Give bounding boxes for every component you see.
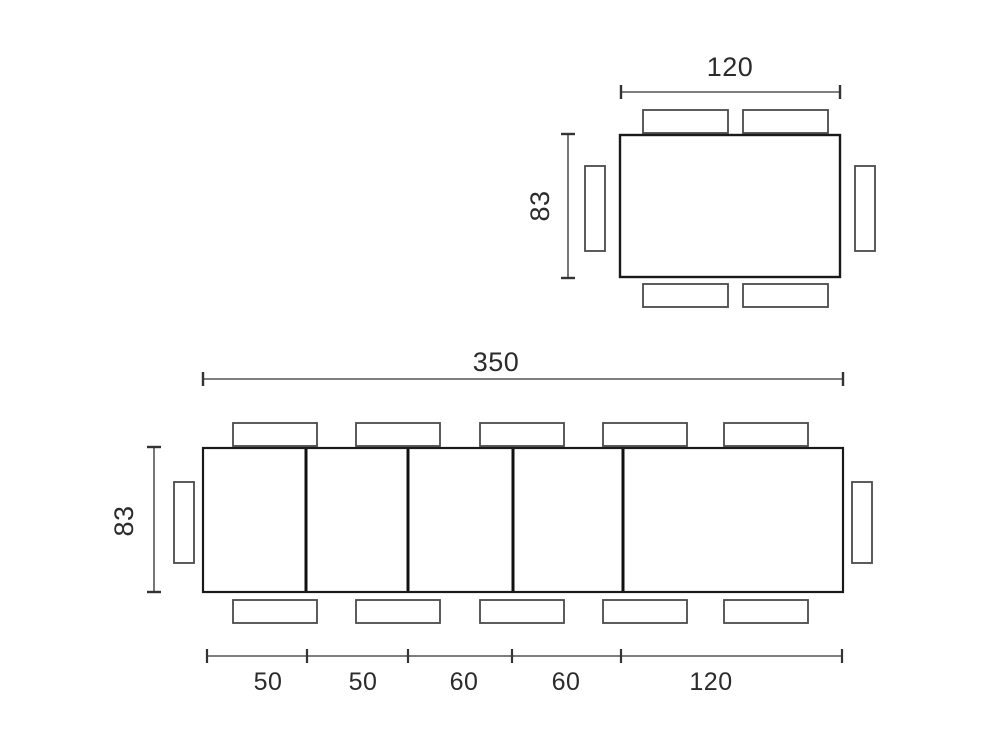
chair-bottom-1 [232,599,318,624]
chair-bottom-1 [642,283,729,308]
chair-bottom-3 [479,599,565,624]
chair-bottom-2 [742,283,829,308]
chair-top-2 [355,422,441,447]
chair-top-5 [723,422,809,447]
segment-label-2: 50 [349,668,378,696]
chair-bottom-2 [355,599,441,624]
segment-label-1: 50 [254,668,283,696]
segment-label-5: 120 [689,668,732,696]
closed-width-label: 120 [707,52,754,82]
chair-top-3 [479,422,565,447]
chair-left-1 [584,165,606,252]
chair-top-2 [742,109,829,134]
extended-depth-dimension [147,445,161,594]
closed-width-dimension [619,85,842,99]
chair-top-1 [232,422,318,447]
extended-table-top [201,446,845,594]
chair-left-1 [173,481,195,564]
closed-depth-label: 83 [525,190,555,221]
extended-total-label: 350 [473,347,520,377]
segment-label-4: 60 [552,668,581,696]
chair-bottom-4 [602,599,688,624]
chair-right-1 [854,165,876,252]
segment-dimension-line [205,649,844,663]
chair-top-4 [602,422,688,447]
extended-depth-label: 83 [109,505,139,536]
extended-table-view: 350 83 50 50 60 60 120 [109,347,873,696]
closed-table-view: 120 83 [525,52,876,308]
chair-bottom-5 [723,599,809,624]
chair-top-1 [642,109,729,134]
closed-depth-dimension [561,132,575,280]
extended-total-dimension [201,372,845,386]
closed-table-top [618,133,842,279]
segment-label-3: 60 [450,668,479,696]
chair-right-1 [851,481,873,564]
